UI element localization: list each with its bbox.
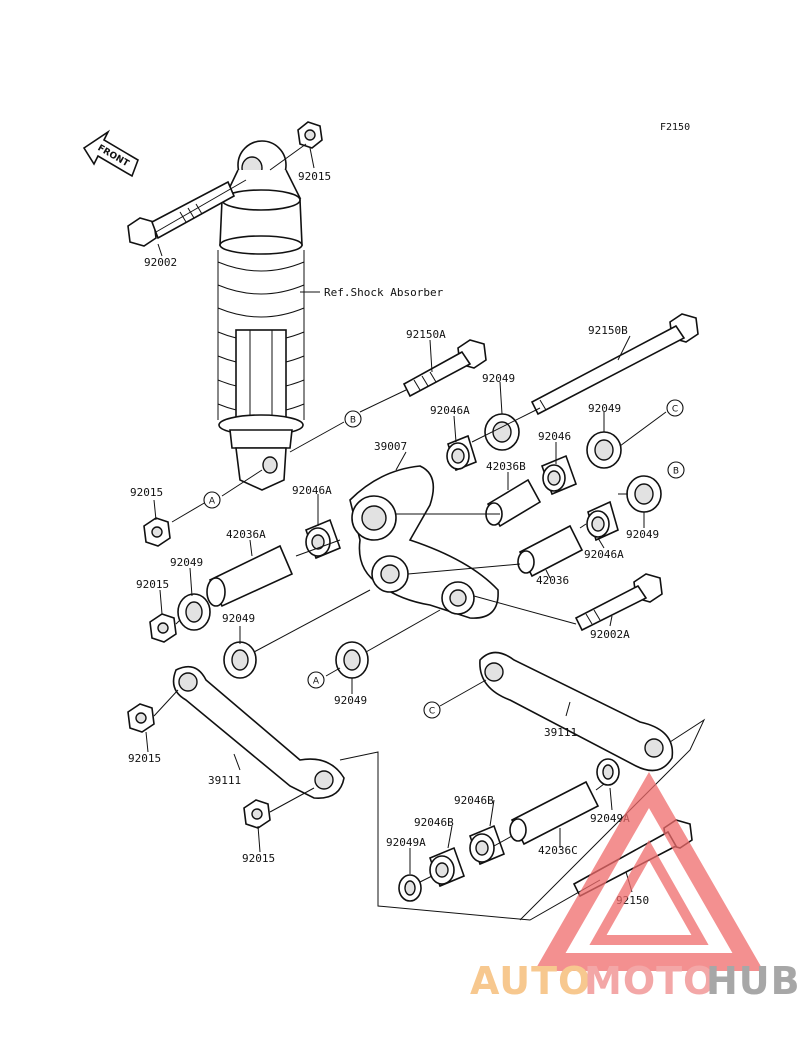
label-92002: 92002: [144, 256, 177, 269]
washer-92049-c: [626, 475, 662, 513]
svg-text:B: B: [350, 416, 356, 426]
label-42036A: 42036A: [226, 528, 266, 541]
washer-92049A-a: [398, 874, 422, 902]
ref-circle-c-upper: C: [666, 399, 684, 417]
label-92046B-a: 92046B: [454, 794, 494, 807]
front-arrow-icon: FRONT: [82, 129, 139, 178]
bolt-92002A: [574, 573, 663, 632]
label-42036B: 42036B: [486, 460, 526, 473]
label-ref-shock-absorber: Ref.Shock Absorber: [324, 286, 444, 299]
label-92049-b: 92049: [588, 402, 621, 415]
label-39007: 39007: [374, 440, 407, 453]
ref-circle-a-left: A: [203, 491, 221, 509]
washer-92049-f: [335, 641, 369, 679]
collar-42036: [517, 524, 584, 578]
ref-circle-b-right: B: [667, 461, 685, 479]
watermark-triangle-icon: [534, 771, 764, 971]
collar-42036A: [206, 544, 294, 608]
washer-92049A-b: [596, 758, 620, 786]
bearing-92046B-b: [468, 824, 506, 866]
label-92046A-c: 92046A: [584, 548, 624, 561]
bearing-92046A-c: [586, 500, 619, 542]
nut-92015-left: [143, 517, 171, 547]
label-92150A: 92150A: [406, 328, 446, 341]
label-92049-f: 92049: [334, 694, 367, 707]
washer-92049-b: [586, 431, 622, 469]
svg-text:C: C: [429, 707, 435, 717]
svg-text:A: A: [313, 677, 320, 687]
assembly-lines: [153, 143, 706, 921]
bearing-92046: [540, 454, 578, 496]
part-labels: 92015 92002 Ref.Shock Absorber 92150A 92…: [128, 170, 659, 907]
ref-circle-a-lower: A: [307, 671, 325, 689]
shock-absorber: [217, 140, 305, 491]
label-92150B: 92150B: [588, 324, 628, 337]
washer-92049-d: [177, 593, 211, 631]
rocker-arm-39007: [349, 465, 499, 619]
ref-circle-c-lower: C: [423, 701, 441, 719]
figure-code: F2150: [660, 122, 690, 133]
nut-92015-bottom: [243, 799, 271, 829]
washer-92049-a: [484, 413, 520, 451]
watermark-part-1: AUTO: [470, 959, 591, 1003]
svg-text:B: B: [673, 467, 679, 477]
watermark-logo: AUTO MOTO HUB: [470, 771, 800, 1003]
label-92015-low: 92015: [128, 752, 161, 765]
leader-lines: [145, 147, 645, 893]
svg-text:C: C: [672, 405, 678, 415]
label-42036C: 42036C: [538, 844, 578, 857]
collar-42036B: [485, 478, 542, 528]
label-39111-left: 39111: [208, 774, 241, 787]
svg-text:A: A: [209, 497, 216, 507]
bearing-92046A-a: [446, 434, 477, 472]
label-92049-e: 92049: [222, 612, 255, 625]
label-92046A-a: 92046A: [430, 404, 470, 417]
label-92046B-b: 92046B: [414, 816, 454, 829]
nut-92015-low: [127, 703, 155, 733]
bolt-92150B: [530, 313, 699, 416]
watermark-part-2: MOTO: [584, 959, 716, 1003]
tie-rod-39111-right: [479, 651, 674, 772]
label-92046A-b: 92046A: [292, 484, 332, 497]
label-92049A-a: 92049A: [386, 836, 426, 849]
bolt-92002: [127, 180, 236, 247]
label-92015-top: 92015: [298, 170, 331, 183]
bearing-92046A-b: [304, 518, 342, 560]
label-92002A: 92002A: [590, 628, 630, 641]
label-92049A-b: 92049A: [590, 812, 630, 825]
nut-92015-top: [297, 121, 323, 149]
label-92049-c: 92049: [626, 528, 659, 541]
nut-92015-mid: [149, 613, 177, 643]
tie-rod-39111-left: [172, 665, 345, 799]
label-92046: 92046: [538, 430, 571, 443]
label-39111-right: 39111: [544, 726, 577, 739]
label-92015-left: 92015: [130, 486, 163, 499]
label-92015-bottom: 92015: [242, 852, 275, 865]
ref-circle-b-upper: B: [344, 410, 362, 428]
bearing-92046B-a: [428, 846, 466, 888]
washer-92049-e: [223, 641, 257, 679]
watermark-part-3: HUB: [706, 959, 800, 1003]
collar-42036C: [509, 780, 600, 846]
label-92049-d: 92049: [170, 556, 203, 569]
label-42036: 42036: [536, 574, 569, 587]
label-92049-a: 92049: [482, 372, 515, 385]
label-92015-mid: 92015: [136, 578, 169, 591]
bolt-92150A: [402, 339, 487, 398]
